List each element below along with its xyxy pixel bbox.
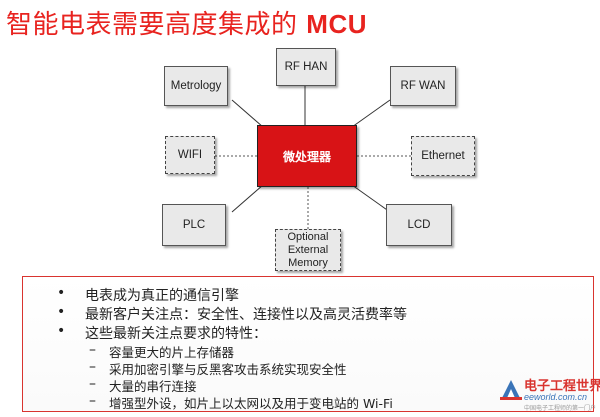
node-rf-han: RF HAN (276, 48, 336, 86)
node-lcd-label: LCD (407, 219, 431, 231)
bullet-item: • 电表成为真正的通信引擎 (57, 285, 239, 305)
watermark-sub: 中国电子工程师的第一门户 (524, 405, 597, 412)
node-rf-han-label: RF HAN (284, 61, 328, 73)
bullet-text: 最新客户关注点：安全性、连接性以及高灵活费率等 (85, 307, 407, 323)
sub-bullet-mark: – (89, 376, 96, 392)
sub-bullet-mark: – (89, 393, 96, 409)
node-memory-line-1: Optional (287, 230, 329, 243)
node-ethernet: Ethernet (411, 136, 475, 176)
bullet-mark: • (57, 304, 66, 320)
bullet-item: • 最新客户关注点：安全性、连接性以及高灵活费率等 (57, 304, 407, 324)
sub-bullet-item: – 采用加密引擎与反黑客攻击系统实现安全性 (89, 359, 347, 378)
node-memory-line-3: Memory (288, 256, 328, 269)
bullet-panel: • 电表成为真正的通信引擎 • 最新客户关注点：安全性、连接性以及高灵活费率等 … (22, 276, 594, 412)
eeworld-watermark: 电子工程世界 eeworld.com.cn 中国电子工程师的第一门户 (500, 375, 600, 413)
sub-bullet-text: 增强型外设，如片上以太网以及用于变电站的 Wi-Fi (109, 396, 393, 411)
node-microprocessor: 微处理器 (257, 125, 357, 187)
node-ethernet-label: Ethernet (421, 150, 465, 162)
bullet-mark: • (57, 323, 66, 339)
sub-bullet-item: – 增强型外设，如片上以太网以及用于变电站的 Wi-Fi (89, 393, 393, 412)
sub-bullet-mark: – (89, 359, 96, 375)
slide-title: 智能电表需要高度集成的 MCU (6, 4, 367, 41)
bullet-text: 电表成为真正的通信引擎 (85, 288, 239, 304)
node-plc: PLC (162, 204, 226, 246)
node-wifi-label: WIFI (177, 149, 203, 161)
line-lcd (351, 184, 391, 213)
sub-bullet-text: 采用加密引擎与反黑客攻击系统实现安全性 (109, 362, 347, 377)
line-plc (231, 184, 264, 213)
node-metrology-label: Metrology (170, 80, 222, 92)
node-microprocessor-label: 微处理器 (282, 149, 331, 164)
watermark-url: eeworld.com.cn (524, 392, 588, 402)
node-memory-line-2: External (287, 243, 329, 256)
bullet-mark: • (57, 285, 66, 301)
sub-bullet-item: – 容量更大的片上存储器 (89, 342, 235, 361)
node-rf-wan: RF WAN (390, 66, 456, 106)
node-optional-memory: Optional External Memory (275, 229, 341, 271)
bullet-item: • 这些最新关注点要求的特性： (57, 323, 267, 343)
line-metrology (231, 99, 264, 128)
node-lcd: LCD (386, 204, 452, 246)
line-rf-wan (351, 99, 391, 128)
node-plc-label: PLC (182, 219, 206, 231)
title-cn: 智能电表需要高度集成的 (6, 10, 298, 40)
title-mcu: MCU (306, 9, 367, 39)
node-metrology: Metrology (164, 66, 228, 106)
sub-bullet-text: 大量的串行连接 (109, 379, 197, 394)
node-wifi: WIFI (165, 136, 215, 174)
sub-bullet-text: 容量更大的片上存储器 (109, 345, 235, 360)
watermark-cn: 电子工程世界 (524, 379, 600, 394)
bullet-text: 这些最新关注点要求的特性： (85, 326, 267, 342)
node-rf-wan-label: RF WAN (400, 80, 446, 92)
sub-bullet-mark: – (89, 342, 96, 358)
sub-bullet-item: – 大量的串行连接 (89, 376, 197, 395)
eeworld-logo-icon (500, 380, 522, 400)
